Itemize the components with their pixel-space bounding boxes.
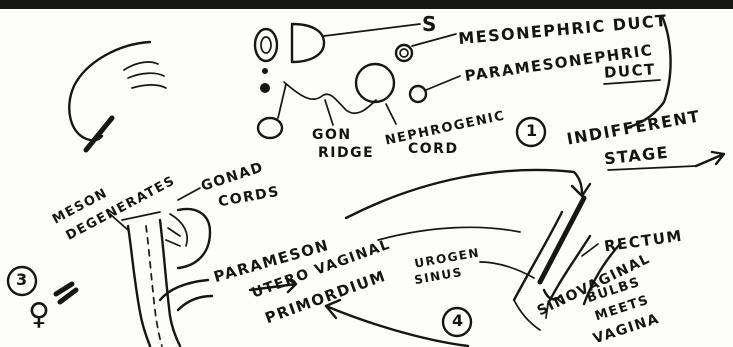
label-gon-ridge-1: GON	[312, 128, 352, 142]
duct-inner-left	[146, 226, 162, 346]
label-nephrogenic-2: CORD	[408, 142, 459, 156]
gonad-arc-2	[128, 73, 164, 78]
gonad-cords-pointer	[178, 188, 200, 200]
nephrogenic-cord-circle	[356, 64, 394, 102]
mesonephric-duct-circle	[396, 45, 412, 61]
paramesonephric-pointer	[426, 76, 460, 90]
paramesonephric-duct-circle	[410, 86, 426, 102]
gonad-arc-1	[124, 62, 158, 70]
cross-section-d-shape	[292, 24, 324, 62]
stage-arrow	[696, 152, 724, 166]
gonad-curve	[69, 42, 150, 140]
nephrogenic-pointer	[386, 104, 396, 124]
cross-section-inner-oval	[261, 37, 271, 53]
cross-section-oval	[255, 29, 277, 61]
female-symbol-shading	[56, 284, 76, 302]
gonad-slash	[86, 118, 112, 150]
paramesonephric-arrow	[378, 227, 520, 240]
duct-outer-left	[128, 226, 150, 346]
gonad-cords-inner	[166, 214, 187, 246]
label-step-one: 1	[526, 123, 537, 139]
gonad-cords-shape	[178, 209, 210, 268]
gonad-arc-3	[132, 85, 166, 88]
gut-loop	[258, 118, 282, 138]
s-pointer-line	[324, 24, 420, 36]
small-dot-2	[260, 83, 270, 93]
duct-inner-right	[160, 220, 180, 346]
curved-arrow-down	[346, 170, 582, 218]
female-symbol: ♀	[28, 300, 50, 330]
small-dot-1	[262, 68, 268, 74]
gut-stalk	[278, 84, 286, 118]
label-step-three: 3	[16, 272, 27, 288]
label-gon-ridge-2: RIDGE	[318, 146, 374, 160]
label-step-four: 4	[452, 313, 463, 329]
urogenital-pointer	[480, 262, 534, 278]
label-s: S	[422, 14, 438, 34]
label-paramesonephric-2: DUCT	[604, 62, 657, 81]
gonadal-ridge-pointer	[325, 100, 333, 125]
mesonephric-duct-inner	[400, 49, 408, 57]
